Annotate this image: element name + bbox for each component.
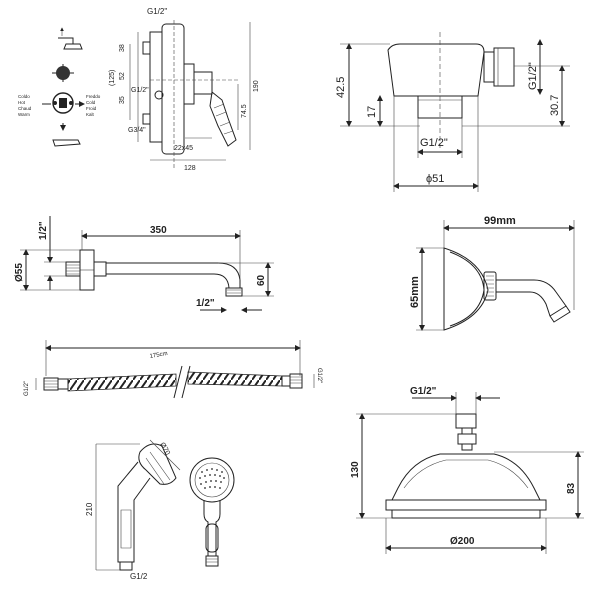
flow-schematic: Coldo Hot Chaud Warm Freddo Cold Froid K… [18,27,101,147]
elbow-dim-17: 17 [366,106,378,118]
head-dim-dia200: Ø200 [450,536,475,547]
handset-dim-dia70: Ø70 [158,442,171,457]
hose-dim-g12-left: G1/2" [24,381,30,396]
freddo-label-4: Kalt [86,112,95,117]
head-dim-130: 130 [350,461,361,478]
valve-diagram: Coldo Hot Chaud Warm Freddo Cold Froid K… [18,7,260,172]
cold-label-2: Hot [18,100,26,105]
elbow-dim-g12-bottom: G1/2" [420,137,448,149]
bracket-dim-65: 65mm [409,276,421,308]
elbow-dim-425: 42.5 [335,77,347,98]
freddo-label-2: Cold [86,100,96,105]
handset-diagram: 210 G1/2 Ø70 [85,439,235,581]
valve-dim-38: 38 [119,44,126,52]
valve-dim-128: 128 [184,165,196,172]
head-dim-g12: G1/2" [410,386,437,397]
arm-dim-60: 60 [256,274,267,286]
elbow-dim-dia51: ϕ51 [426,173,444,185]
elbow-dim-g12-side: G1/2" [527,62,539,90]
bracket-dim-99: 99mm [484,215,516,227]
handset-dim-210: 210 [85,502,94,516]
valve-dim-35: 35 [119,96,126,104]
hose-diagram: 175cm G1/2" G1/2" [24,340,322,399]
cold-label-3: Chaud [18,106,32,111]
elbow-dim-307: 30.7 [549,95,561,116]
valve-dim-745: 74.5 [241,104,248,118]
arm-dim-dia55: Ø55 [14,263,25,282]
arm-dim-350: 350 [150,225,167,236]
valve-dim-g12-top: G1/2" [147,7,167,16]
head-dim-83: 83 [566,482,577,494]
freddo-label-3: Froid [86,106,97,111]
bracket-diagram: 99mm 65mm [409,215,575,331]
valve-dim-190: 190 [253,80,260,92]
valve-dim-g12-mid: G1/2" [131,87,149,94]
hose-dim-175: 175cm [149,351,168,360]
cold-label-1: Coldo [18,94,30,99]
cold-label-4: Warm [18,112,30,117]
shower-arm-diagram: 350 1/2" Ø55 60 1/2" [14,216,274,313]
arm-dim-12-bottom: 1/2" [196,298,215,309]
hose-dim-g12-right: G1/2" [316,368,322,383]
valve-dim-125: (125) [109,70,116,86]
handset-dim-g12: G1/2 [130,572,148,581]
shower-head-diagram: G1/2" 130 83 Ø200 [350,386,584,554]
elbow-diagram: 42.5 17 G1/2" 30.7 G1/2" ϕ51 [335,32,570,192]
valve-body [129,20,251,170]
valve-dim-22x45: 22x45 [174,145,193,152]
arm-dim-12-top: 1/2" [38,221,49,240]
valve-dim-52: 52 [119,72,126,80]
nozzle-dots [199,468,225,489]
freddo-label-1: Freddo [86,94,101,99]
valve-dim-g34: G3/4" [128,127,146,134]
